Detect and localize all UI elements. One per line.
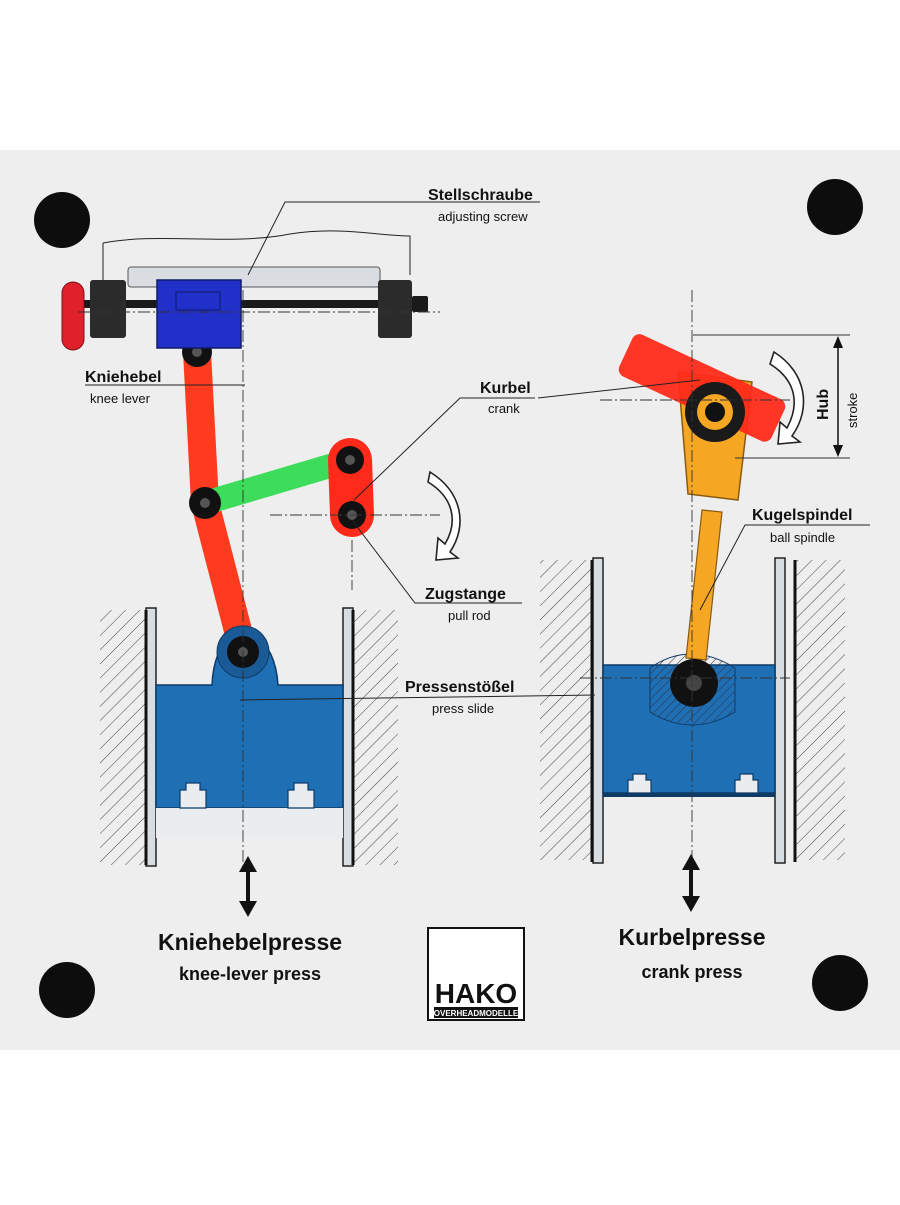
logo-sub: OVERHEADMODELLE [434,1009,519,1018]
label-press-slide-de: Pressenstößel [405,679,514,696]
rotation-arrow-right-icon [769,350,805,445]
mounting-hole-bottom-right [812,955,868,1011]
mounting-hole-top-right [807,179,863,235]
right-guide-rail-right [774,557,786,864]
label-pull-rod-en: pull rod [448,608,491,623]
label-ball-spindle-en: ball spindle [770,530,835,545]
knee-lever-lower-link [191,489,257,664]
mounting-hole-bottom-left [39,962,95,1018]
left-stroke-arrow-icon [239,856,257,917]
label-stroke-de: Hub [815,389,832,420]
left-frame-wall-right [352,610,398,865]
mounting-hole-top-left [34,192,90,248]
label-crank-en: crank [488,401,520,416]
knee-lever-upper-link [183,338,219,517]
label-adjusting-screw-de: Stellschraube [428,187,533,204]
right-guide-rail-left [592,557,604,864]
adjusting-screw-assembly [61,230,428,351]
right-crank-bearing [685,382,745,442]
rotation-arrow-icon [427,470,461,561]
label-press-slide-en: press slide [432,701,494,716]
logo-brand: HAKO [435,978,517,1009]
hako-logo: HAKO OVERHEADMODELLE [427,927,525,1021]
label-knee-lever-en: knee lever [90,391,151,406]
right-frame-wall-left [540,560,592,860]
label-adjusting-screw-en: adjusting screw [438,209,528,224]
left-press-title-de: Kniehebelpresse [158,929,342,955]
right-press-title-en: crank press [641,962,742,982]
left-press-title-en: knee-lever press [179,964,321,984]
label-pull-rod-de: Zugstange [425,586,506,603]
left-press-slide [155,629,344,838]
right-stroke-arrow-icon [682,854,700,912]
label-stroke-en: stroke [845,393,860,428]
stroke-dimension [693,334,850,459]
label-ball-spindle-de: Kugelspindel [752,507,852,524]
right-press-title-de: Kurbelpresse [618,924,765,950]
label-crank-de: Kurbel [480,380,531,397]
right-frame-wall-right [795,560,845,860]
pull-rod [193,448,362,515]
label-knee-lever-de: Kniehebel [85,369,161,386]
left-frame-wall-left [100,610,146,865]
